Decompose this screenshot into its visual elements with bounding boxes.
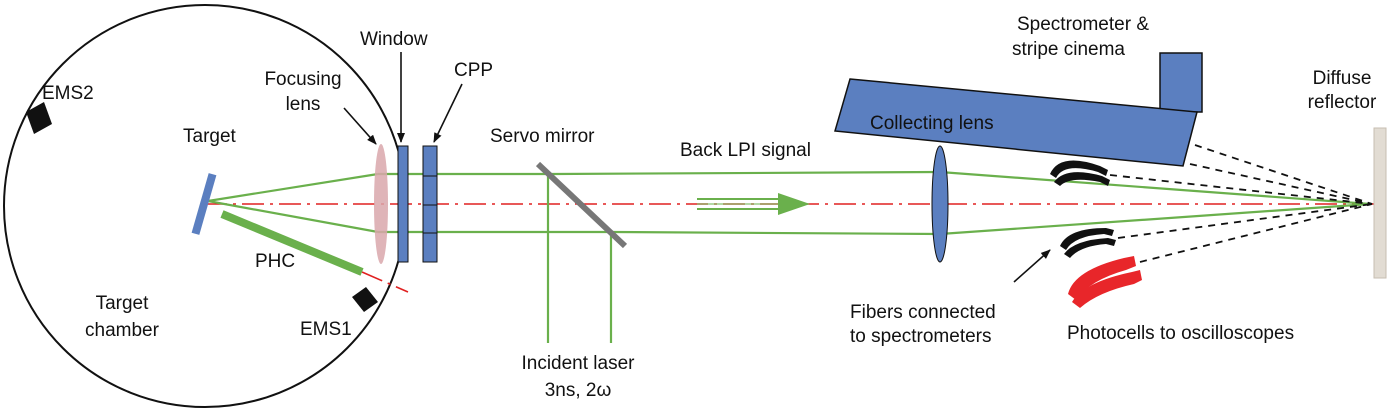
dashed-photocell (1139, 203, 1373, 263)
label-cpp: CPP (454, 60, 493, 81)
collecting-lens (931, 145, 949, 263)
servo-mirror (535, 161, 628, 249)
label-photocells: Photocells to oscilloscopes (1067, 323, 1294, 344)
phc-tube (220, 210, 364, 276)
label-focusing-1: Focusing (264, 69, 341, 90)
fiber-bundle-lower (1060, 228, 1116, 258)
beam-lower-to-target (207, 199, 379, 234)
beam-upper-to-target (207, 172, 379, 203)
beam-upper-to-reflector (939, 170, 1371, 206)
label-target-chamber-1: Target (96, 293, 150, 314)
cpp-pointer (433, 83, 463, 143)
label-incident-2: 3ns, 2ω (545, 380, 612, 401)
back-lpi-arrow (697, 193, 810, 215)
label-target-chamber-2: chamber (85, 320, 160, 341)
label-collecting-lens: Collecting lens (870, 113, 994, 134)
label-fibers-1: Fibers connected (850, 302, 996, 323)
dashed-fiber-lower (1117, 203, 1373, 239)
label-diffuse-1: Diffuse (1313, 68, 1372, 89)
target-plate (191, 173, 217, 235)
spectrometer-box (834, 52, 1203, 167)
dashed-spectrometer-2 (1189, 163, 1373, 205)
label-diffuse-2: reflector (1308, 92, 1377, 113)
cpp-plate (422, 145, 438, 263)
label-servo-mirror: Servo mirror (490, 126, 595, 147)
label-ems2: EMS2 (42, 83, 94, 104)
phc-axis-extension (361, 271, 409, 293)
ems1-detector (352, 287, 378, 312)
window-plate (397, 145, 409, 263)
label-fibers-2: to spectrometers (850, 326, 992, 347)
beam-upper-to-collecting (554, 170, 941, 176)
label-focusing-2: lens (286, 94, 321, 115)
beam-lower-to-reflector (939, 202, 1371, 236)
dashed-spectrometer-1 (1194, 144, 1373, 205)
label-window: Window (360, 29, 428, 50)
label-phc: PHC (255, 251, 295, 272)
focusing-lens (374, 144, 388, 264)
label-spectrometer-1: Spectrometer & (1017, 14, 1149, 35)
fiber-bundle-upper (1050, 160, 1110, 186)
label-target: Target (183, 126, 237, 147)
dashed-fiber-upper (1109, 174, 1373, 205)
diffuse-reflector (1373, 127, 1387, 279)
label-ems1: EMS1 (300, 319, 352, 340)
beam-lower-to-collecting (611, 230, 941, 236)
photocells (1068, 256, 1142, 308)
label-back-lpi: Back LPI signal (680, 140, 811, 161)
label-incident-1: Incident laser (521, 353, 635, 374)
label-spectrometer-2: stripe cinema (1012, 39, 1125, 60)
focusing-lens-pointer (343, 107, 377, 145)
ems2-detector (26, 102, 52, 134)
fibers-pointer (1013, 249, 1051, 283)
